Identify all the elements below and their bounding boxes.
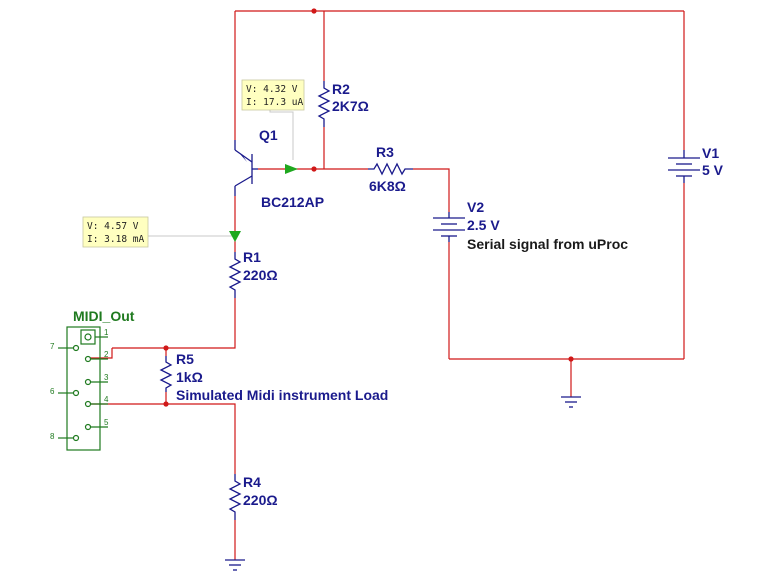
r4-ref: R4 — [243, 474, 261, 490]
probe-1-arrow-icon — [285, 164, 298, 174]
midi-pin-1: 1 — [104, 328, 109, 337]
r4-value: 220Ω — [243, 492, 278, 508]
resistor-r3 — [368, 162, 413, 176]
junction-top — [311, 8, 317, 14]
midi-pin-3: 3 — [104, 373, 109, 382]
resistor-r2 — [317, 81, 331, 127]
junctions — [163, 8, 574, 407]
probe-2: V: 4.57 V I: 3.18 mA — [82, 216, 241, 248]
junction-ground — [568, 356, 574, 362]
probe-1: V: 4.32 V I: 17.3 uA — [241, 79, 305, 174]
v2-ref: V2 — [467, 199, 484, 215]
r5-ref: R5 — [176, 351, 194, 367]
midi-pin-2: 2 — [104, 350, 109, 359]
probe-1-voltage: V: 4.32 V — [246, 84, 298, 95]
wires — [90, 10, 685, 560]
probe-1-current: I: 17.3 uA — [246, 97, 303, 108]
midi-pin-6: 6 — [50, 387, 55, 396]
resistor-r1 — [228, 252, 242, 298]
q1-ref: Q1 — [259, 127, 278, 143]
wire-r1-bottom — [166, 298, 236, 349]
resistor-r5 — [159, 356, 173, 392]
wire-r3-right — [413, 168, 450, 212]
midi-ref: MIDI_Out — [73, 308, 135, 324]
v2-note: Serial signal from uProc — [467, 236, 628, 252]
wire-pin4 — [90, 403, 236, 474]
junction-r5-bottom — [163, 401, 169, 407]
v1-ref: V1 — [702, 145, 719, 161]
battery-v1 — [668, 150, 700, 183]
junction-base — [311, 166, 317, 172]
r3-ref: R3 — [376, 144, 394, 160]
q1-model: BC212AP — [261, 194, 324, 210]
transistor-q1 — [234, 140, 258, 196]
midi-pin-4: 4 — [104, 395, 109, 404]
probe-2-arrow-icon — [229, 231, 241, 242]
junction-r5-top — [163, 345, 169, 351]
load-annotation: Simulated Midi instrument Load — [176, 387, 388, 403]
midi-connector — [58, 326, 108, 451]
v2-value: 2.5 V — [467, 217, 500, 233]
r5-value: 1kΩ — [176, 369, 203, 385]
r2-ref: R2 — [332, 81, 350, 97]
probe-2-current: I: 3.18 mA — [87, 234, 144, 245]
r1-ref: R1 — [243, 249, 261, 265]
midi-pin-8: 8 — [50, 432, 55, 441]
midi-pin-7: 7 — [50, 342, 55, 351]
resistor-r4 — [228, 474, 242, 520]
wire-pin2 — [90, 348, 113, 359]
r3-value: 6K8Ω — [369, 178, 406, 194]
ground-symbol-bottom — [225, 559, 245, 571]
r1-value: 220Ω — [243, 267, 278, 283]
v1-value: 5 V — [702, 162, 724, 178]
r2-value: 2K7Ω — [332, 98, 369, 114]
midi-pin-5: 5 — [104, 418, 109, 427]
battery-v2 — [433, 212, 465, 242]
probe-2-voltage: V: 4.57 V — [87, 221, 139, 232]
ground-symbol-right — [561, 396, 581, 408]
